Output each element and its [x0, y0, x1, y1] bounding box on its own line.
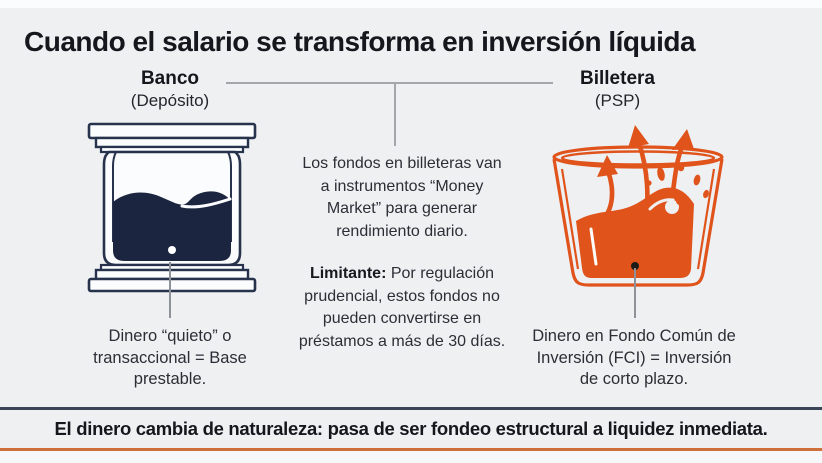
footer-orange-divider	[0, 448, 822, 451]
banco-header: Banco	[140, 68, 200, 89]
limitante-label: Limitante:	[309, 265, 387, 282]
top-strip	[0, 0, 822, 8]
bank-tank-svg	[87, 122, 257, 293]
bank-deposit-tank-icon	[87, 122, 257, 294]
page-title: Cuando el salario se transforma en inver…	[24, 26, 696, 57]
header-connector-line	[226, 82, 553, 84]
billetera-caption: Dinero en Fondo Común de Inversión (FCI)…	[532, 327, 736, 388]
bottom-strip	[0, 451, 822, 463]
billetera-header: Billetera	[580, 68, 655, 89]
right-callout-line	[634, 268, 636, 318]
wallet-glass-svg	[552, 125, 724, 287]
footer-banner: El dinero cambia de naturaleza: pasa de …	[0, 407, 822, 448]
billetera-subheader: (PSP)	[594, 91, 641, 110]
banco-caption: Dinero “quieto” o transaccional = Base p…	[93, 327, 247, 388]
center-connector-line	[394, 82, 396, 146]
footer-text: El dinero cambia de naturaleza: pasa de …	[54, 418, 768, 439]
wallet-splashing-glass-evaporation-icon	[545, 117, 730, 292]
banco-subheader: (Depósito)	[130, 91, 210, 110]
limitante-text: Por regulación prudencial, estos fondos …	[298, 265, 506, 350]
left-callout-line	[169, 262, 171, 318]
limitante-paragraph: Limitante: Por regulación prudencial, es…	[291, 263, 513, 353]
money-market-paragraph: Los fondos en billeteras van a instrumen…	[302, 155, 502, 240]
